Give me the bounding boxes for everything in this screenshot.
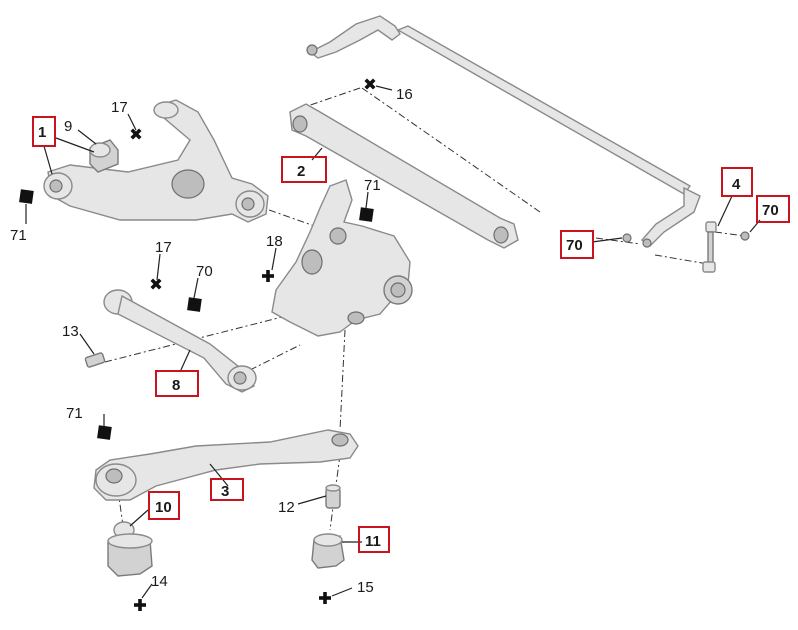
bolt-marker-17-upper	[130, 128, 142, 140]
callout-8: 8	[172, 377, 180, 394]
bolt-marker-15	[319, 592, 331, 604]
callout-18: 18	[266, 233, 283, 250]
highlight-box-70b	[756, 195, 790, 223]
lower-control-arm	[93, 429, 359, 501]
callout-10: 10	[155, 499, 172, 516]
nut-marker-71-knuckle	[359, 207, 374, 222]
bolt-marker-14	[134, 599, 146, 611]
fastener-markers	[19, 78, 376, 611]
sleeve-12	[325, 484, 341, 509]
callout-70-toe: 70	[196, 263, 213, 280]
knuckle	[271, 179, 413, 337]
bolt-marker-16	[364, 78, 376, 90]
callout-13: 13	[62, 323, 79, 340]
callout-1: 1	[38, 124, 46, 141]
nut-marker-71-left	[19, 189, 34, 204]
bolt-marker-18	[262, 270, 274, 282]
highlight-box-2	[281, 156, 327, 183]
callout-11: 11	[365, 533, 381, 550]
callout-labels: 1 2 3 4 8 9 10 11 12 13 14 15 16 17 17 1…	[10, 86, 779, 596]
highlight-box-70a	[560, 230, 594, 259]
highlight-boxes	[32, 116, 790, 553]
bolt-marker-17-toe	[150, 278, 162, 290]
drop-link	[622, 221, 750, 273]
anti-roll-bar	[306, 15, 701, 248]
highlight-box-4	[721, 167, 753, 197]
bushing-10	[107, 521, 153, 577]
highlight-box-10	[148, 491, 180, 520]
callout-15: 15	[357, 579, 374, 596]
trailing-link	[289, 103, 519, 249]
highlight-box-3	[210, 478, 244, 501]
callout-12: 12	[278, 499, 295, 516]
callout-2: 2	[297, 163, 305, 180]
toe-link	[84, 289, 257, 393]
callout-71-lower: 71	[66, 405, 83, 422]
callout-17-upper: 17	[111, 99, 128, 116]
callout-71-knuckle: 71	[364, 177, 381, 194]
callout-70-boxed-right: 70	[762, 202, 779, 219]
highlight-box-8	[155, 370, 199, 397]
bushing-11	[311, 533, 345, 569]
callout-71-left: 71	[10, 227, 27, 244]
callout-17-toe: 17	[155, 239, 172, 256]
nut-marker-71-lower	[97, 425, 112, 440]
callout-3: 3	[221, 483, 229, 500]
callout-9: 9	[64, 118, 72, 135]
upper-control-arm	[43, 99, 269, 223]
callout-14: 14	[151, 573, 168, 590]
callout-16: 16	[396, 86, 413, 103]
leader-lines	[25, 85, 761, 599]
highlight-box-1	[32, 116, 56, 147]
callout-70-boxed-left: 70	[566, 237, 583, 254]
nut-marker-70-toe	[187, 297, 202, 312]
callout-4: 4	[732, 176, 741, 193]
highlight-box-11	[358, 526, 390, 553]
bushing-9	[89, 139, 119, 173]
